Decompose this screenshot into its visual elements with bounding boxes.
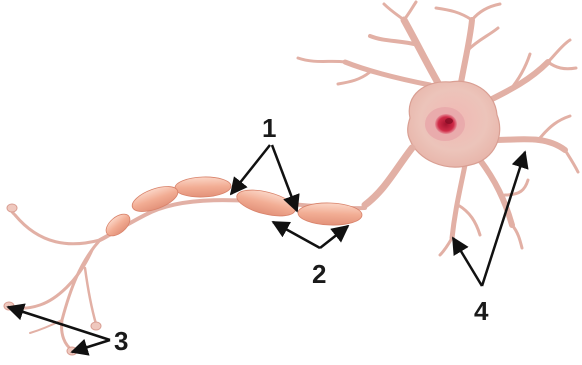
label-3: 3	[114, 326, 128, 356]
arrow-3b	[72, 340, 110, 352]
myelin-segment	[175, 176, 232, 198]
arrow-2b	[320, 226, 348, 248]
arrow-1a	[231, 145, 270, 194]
terminal-bouton	[7, 204, 17, 212]
nucleus	[435, 114, 457, 134]
terminal-bouton	[91, 322, 101, 330]
myelin-sheaths	[102, 176, 362, 240]
arrow-2a	[273, 222, 320, 248]
label-2: 2	[312, 259, 326, 289]
arrow-4a	[453, 238, 482, 286]
pointer-arrows	[8, 145, 525, 352]
label-1: 1	[262, 113, 276, 143]
myelin-segment	[298, 202, 363, 226]
cell-body	[408, 81, 500, 167]
label-4: 4	[474, 296, 489, 326]
